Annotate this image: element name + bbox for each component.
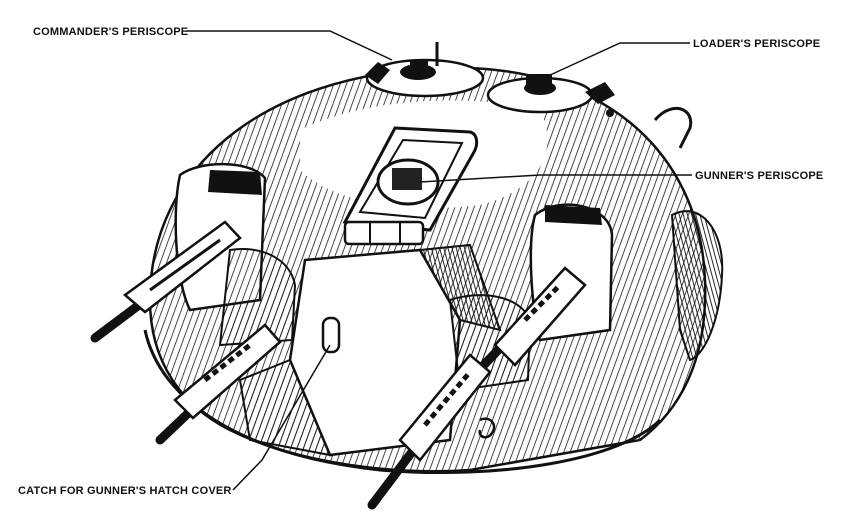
lower-hook	[478, 417, 496, 439]
commander-periscope	[365, 42, 485, 98]
gun-upper-left	[90, 220, 242, 343]
leader-commander-periscope	[186, 30, 393, 61]
leader-lines	[186, 30, 692, 491]
gun-lower-left	[155, 323, 282, 445]
gun-lower-right	[367, 353, 492, 510]
label-commander-periscope: COMMANDER'S PERISCOPE	[33, 26, 188, 38]
hatch-catch	[321, 316, 341, 354]
label-gunner-periscope: GUNNER'S PERISCOPE	[695, 170, 823, 182]
loader-periscope	[486, 74, 615, 117]
front-mantlet	[238, 243, 502, 457]
leader-loader-periscope	[547, 42, 690, 77]
gunner-periscope-hatch	[342, 126, 479, 246]
leader-hatch-catch	[232, 344, 331, 491]
left-mount	[174, 162, 297, 347]
label-loader-periscope: LOADER'S PERISCOPE	[693, 38, 820, 50]
leader-gunner-periscope	[419, 174, 692, 183]
side-bracket	[653, 107, 724, 362]
label-hatch-catch: CATCH FOR GUNNER'S HATCH COVER	[18, 485, 232, 497]
